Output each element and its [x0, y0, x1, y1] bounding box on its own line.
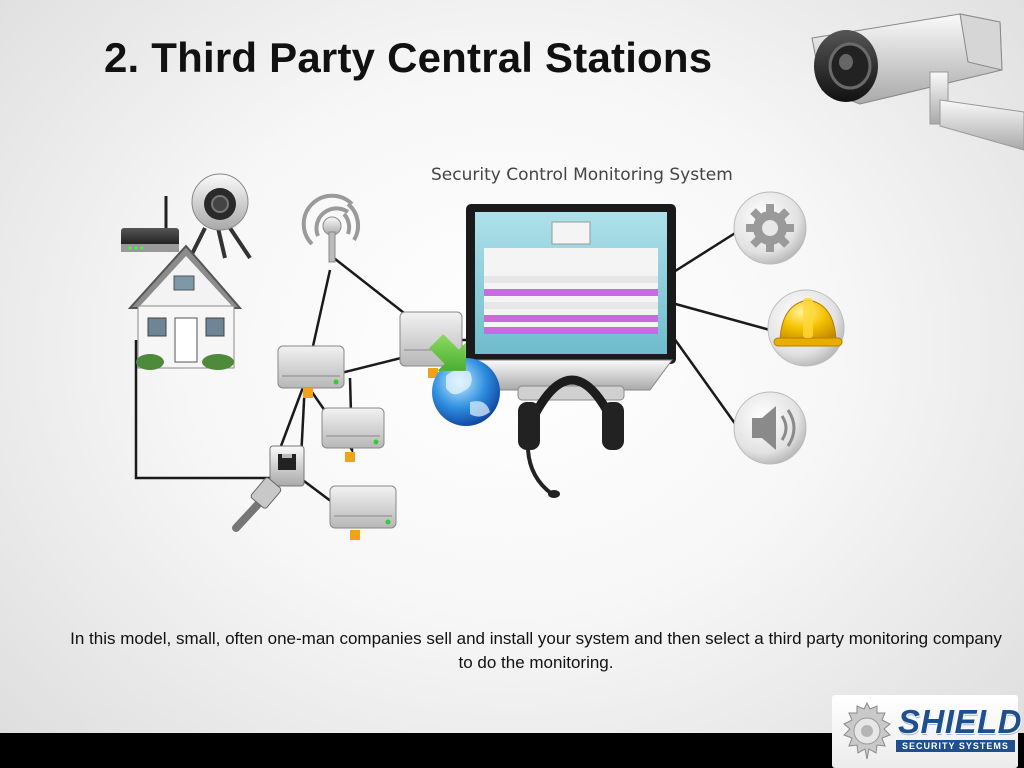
- router-icon: [121, 196, 179, 252]
- cctv-camera-icon: [811, 13, 1024, 151]
- shield-badge-icon: [843, 701, 891, 760]
- slide-title: 2. Third Party Central Stations: [104, 34, 713, 81]
- ethernet-cable-icon: [232, 477, 282, 532]
- globe-icon: [429, 334, 500, 426]
- slide-caption: In this model, small, often one-man comp…: [70, 629, 1002, 672]
- server-icon: [329, 485, 397, 540]
- server-icon: [321, 407, 385, 462]
- headset-icon: [518, 375, 624, 498]
- hard-hat-icon: [767, 289, 845, 367]
- diagram-title: Security Control Monitoring System: [431, 165, 733, 185]
- gear-icon: [733, 191, 807, 265]
- wireless-antenna-icon: [301, 193, 361, 263]
- logo-wordmark: SHIELD: [898, 703, 1023, 740]
- server-icon: [277, 345, 345, 398]
- company-logo: SHIELD SECURITY SYSTEMS: [832, 695, 1022, 768]
- logo-subtitle: SECURITY SYSTEMS: [896, 740, 1015, 752]
- network-switch-icon: [269, 445, 305, 487]
- monitor-icon: [466, 204, 676, 401]
- speaker-icon: [733, 391, 807, 465]
- webcam-icon: [188, 173, 252, 260]
- house-icon: [127, 244, 243, 370]
